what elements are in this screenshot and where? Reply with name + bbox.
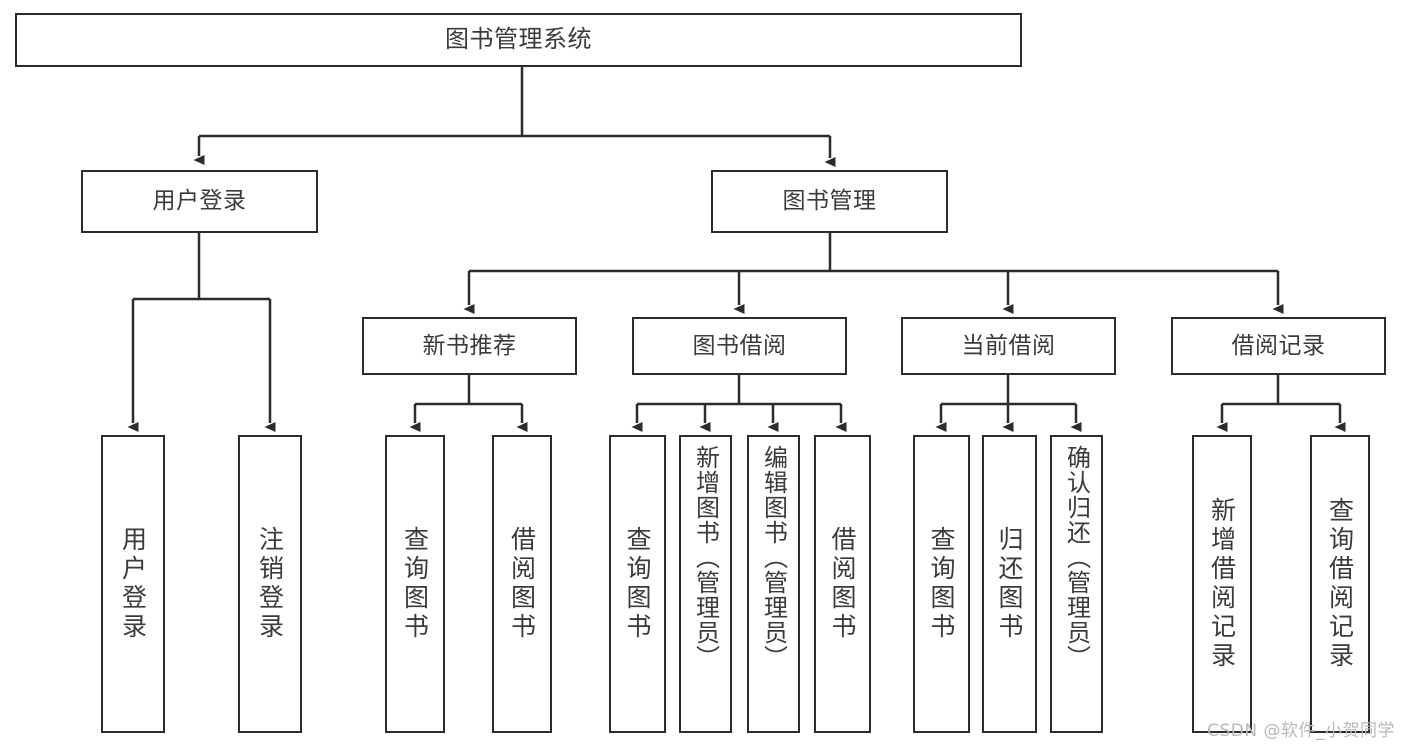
node-leaf-borrow-book-2[interactable]: 借阅图书 [814,435,871,733]
node-leaf-query-book-2[interactable]: 查询图书 [609,435,666,733]
node-leaf-confirm-return-label: 确认归还（管理员） [1062,445,1091,670]
node-leaf-query-book-3[interactable]: 查询图书 [913,435,970,733]
node-borrow-record[interactable]: 借阅记录 [1171,317,1386,375]
node-leaf-query-record[interactable]: 查询借阅记录 [1310,435,1370,733]
node-leaf-user-login-label: 用户登录 [118,526,148,642]
node-leaf-add-record[interactable]: 新增借阅记录 [1192,435,1252,733]
node-leaf-add-record-label: 新增借阅记录 [1207,497,1237,671]
node-user-login-label: 用户登录 [152,188,247,215]
node-current-borrow[interactable]: 当前借阅 [901,317,1116,375]
node-leaf-query-book-1[interactable]: 查询图书 [385,435,445,733]
node-leaf-add-book-label: 新增图书（管理员） [691,445,720,670]
node-leaf-edit-book-label: 编辑图书（管理员） [759,445,788,670]
node-new-book-recommend-label: 新书推荐 [422,332,517,359]
node-leaf-add-book[interactable]: 新增图书（管理员） [679,435,732,733]
watermark-text: CSDN @软件_小贺同学 [1207,721,1395,741]
node-book-manage-label: 图书管理 [782,188,877,215]
node-current-borrow-label: 当前借阅 [961,332,1056,359]
node-leaf-query-book-2-label: 查询图书 [623,526,652,642]
node-leaf-query-book-1-label: 查询图书 [400,526,430,642]
node-leaf-borrow-book-1[interactable]: 借阅图书 [492,435,552,733]
node-root-label: 图书管理系统 [445,25,592,54]
node-leaf-return-book[interactable]: 归还图书 [982,435,1037,733]
node-book-borrow[interactable]: 图书借阅 [632,317,847,375]
node-leaf-edit-book[interactable]: 编辑图书（管理员） [747,435,800,733]
node-leaf-confirm-return[interactable]: 确认归还（管理员） [1050,435,1103,733]
node-user-login[interactable]: 用户登录 [81,170,318,233]
node-book-manage[interactable]: 图书管理 [711,170,948,233]
node-leaf-query-book-3-label: 查询图书 [927,526,956,642]
node-book-borrow-label: 图书借阅 [692,332,787,359]
node-leaf-user-login[interactable]: 用户登录 [101,435,165,733]
node-root[interactable]: 图书管理系统 [15,13,1022,67]
node-leaf-logout-login-label: 注销登录 [255,526,285,642]
node-leaf-borrow-book-2-label: 借阅图书 [828,526,857,642]
node-leaf-query-record-label: 查询借阅记录 [1325,497,1355,671]
node-leaf-logout-login[interactable]: 注销登录 [238,435,302,733]
node-leaf-return-book-label: 归还图书 [995,526,1024,642]
node-new-book-recommend[interactable]: 新书推荐 [362,317,577,375]
node-leaf-borrow-book-1-label: 借阅图书 [507,526,537,642]
node-borrow-record-label: 借阅记录 [1231,332,1326,359]
